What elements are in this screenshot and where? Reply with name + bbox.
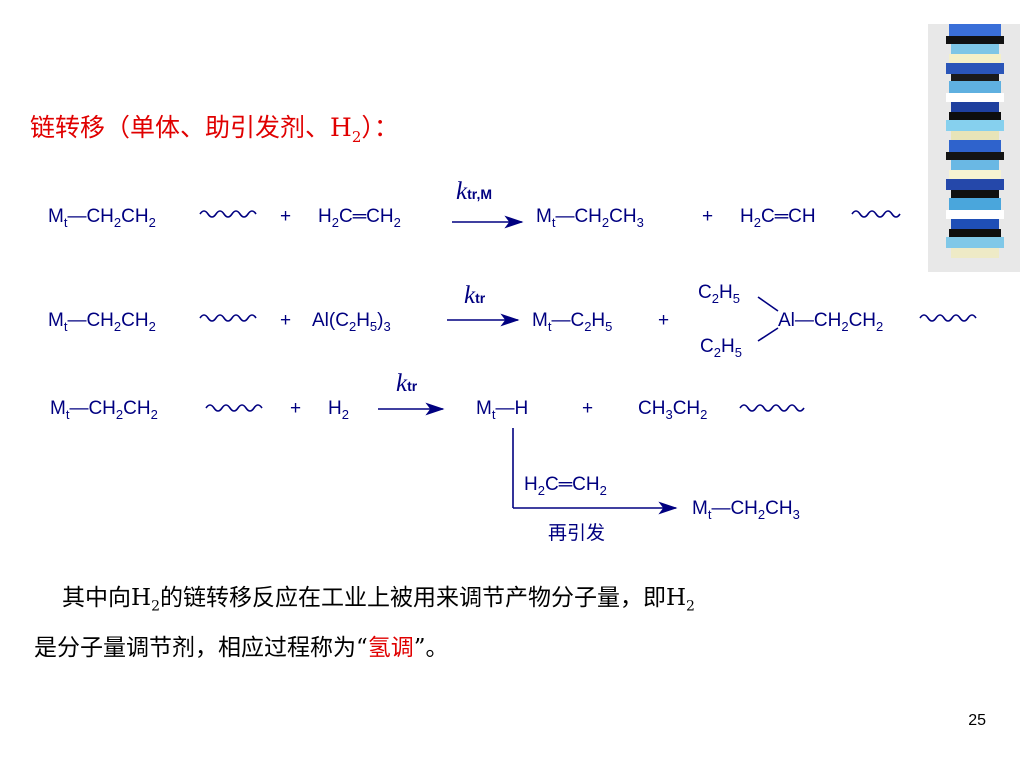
wavy-chain	[205, 404, 263, 412]
stripe-segment	[951, 131, 999, 140]
stripe-segment	[949, 24, 1001, 36]
r1-reactant: Mt—CH2CH2	[48, 206, 156, 230]
r2-ethyl-top: C2H5	[698, 282, 740, 306]
wavy-chain	[851, 210, 901, 218]
r3-plus2: +	[582, 398, 594, 419]
r3-reinit-product: Mt—CH2CH3	[692, 498, 800, 522]
stripe-segment	[951, 190, 999, 198]
r3-reinit-monomer: H2C═CH2	[524, 474, 607, 498]
stripe-segment	[949, 54, 1001, 63]
stripe-segment	[946, 210, 1004, 219]
stripe-segment	[949, 81, 1001, 93]
wavy-chain	[199, 210, 257, 218]
bond-ethyl-bottom	[757, 327, 779, 342]
stripe-segment	[949, 112, 1001, 120]
r3-reagent: H2	[328, 398, 349, 422]
r3-rate-constant: ktr	[396, 370, 418, 397]
r2-reactant: Mt—CH2CH2	[48, 310, 156, 334]
r3-product1: Mt—H	[476, 398, 529, 422]
r1-plus: +	[280, 206, 292, 227]
r2-reagent: Al(C2H5)3	[312, 310, 391, 334]
r1-product2: H2C═CH	[740, 206, 816, 230]
r3-plus: +	[290, 398, 302, 419]
stripe-segment	[946, 152, 1004, 160]
paragraph-line-1: 其中向H2的链转移反应在工业上被用来调节产物分子量，即H2	[62, 585, 695, 615]
r2-plus: +	[280, 310, 292, 331]
r2-product1: Mt—C2H5	[532, 310, 613, 334]
wavy-chain	[199, 314, 257, 322]
r2-product2: Al—CH2CH2	[778, 310, 884, 334]
r1-plus2: +	[702, 206, 714, 227]
r3-product2: CH3CH2	[638, 398, 708, 422]
decorative-stripe-bar	[928, 24, 1020, 272]
stripe-segment	[951, 44, 999, 54]
stripe-segment	[951, 102, 999, 112]
r3-reinit-label: 再引发	[548, 522, 606, 544]
paragraph-line-2: 是分子量调节剂，相应过程称为“氢调”。	[34, 635, 449, 661]
r1-product1: Mt—CH2CH3	[536, 206, 644, 230]
wavy-chain	[919, 314, 977, 322]
stripe-segment	[951, 248, 999, 258]
highlight-term: 氢调	[367, 635, 414, 661]
r2-rate-constant: ktr	[464, 282, 486, 309]
stripe-segment	[951, 160, 999, 170]
wavy-chain	[739, 404, 805, 412]
slide-title: 链转移（单体、助引发剂、H2）：	[30, 113, 399, 146]
bond-ethyl-top	[757, 296, 779, 312]
page-number: 25	[968, 712, 986, 729]
r1-rate-constant: ktr,M	[456, 178, 492, 205]
stripe-segment	[949, 198, 1001, 210]
stripe-segment	[951, 219, 999, 229]
r2-plus2: +	[658, 310, 670, 331]
stripe-segment	[946, 179, 1004, 190]
stripe-segment	[946, 36, 1004, 44]
stripe-segment	[946, 93, 1004, 102]
stripe-segment	[946, 237, 1004, 248]
stripe-segment	[949, 170, 1001, 179]
stripe-segment	[949, 140, 1001, 152]
r1-monomer: H2C═CH2	[318, 206, 401, 230]
stripe-segment	[946, 120, 1004, 131]
r3-reactant: Mt—CH2CH2	[50, 398, 158, 422]
stripe-segment	[951, 74, 999, 81]
r2-ethyl-bottom: C2H5	[700, 336, 742, 360]
stripe-segment	[949, 229, 1001, 237]
stripe-segment	[946, 63, 1004, 74]
